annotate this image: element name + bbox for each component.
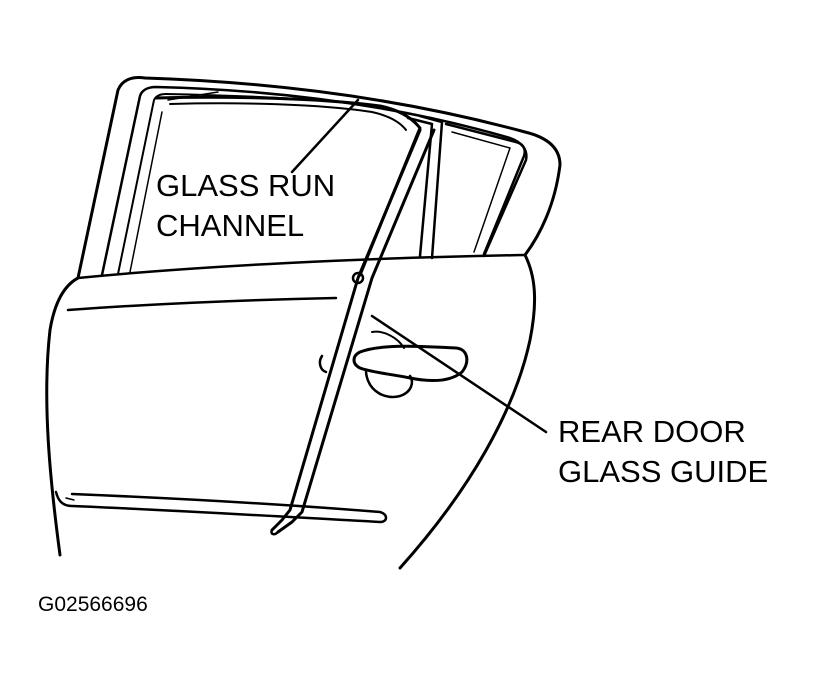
door-outline	[45, 76, 562, 570]
key-cylinder	[318, 354, 328, 374]
door-character-line	[66, 296, 338, 312]
figure-id: G02566696	[38, 593, 148, 616]
guide-mount-bolt	[351, 271, 365, 285]
glass-guide-rail-rear	[276, 128, 436, 534]
label-glass-run-channel-line1: GLASS RUN	[156, 168, 336, 203]
leader-glass-run-channel	[290, 98, 360, 174]
door-handle-escutcheon	[371, 330, 405, 349]
door-handle	[352, 344, 469, 382]
label-rear-door-glass-guide-line2: GLASS GUIDE	[558, 454, 769, 489]
door-handle-recess	[364, 370, 414, 399]
division-post-front	[406, 116, 434, 258]
label-glass-run-channel-line2: CHANNEL	[156, 208, 305, 243]
division-post-rear	[418, 114, 444, 260]
label-rear-door-glass-guide: REAR DOOR GLASS GUIDE	[558, 412, 768, 492]
glass-guide-rail-front	[270, 128, 422, 532]
glass-guide-rail-foot	[270, 528, 280, 536]
glass-run-channel-strip-inner	[169, 102, 407, 131]
label-glass-run-channel: GLASS RUN CHANNEL	[156, 166, 335, 246]
quarter-window-inner	[451, 131, 511, 253]
lower-molding	[54, 490, 388, 524]
lower-molding-inner	[65, 497, 75, 501]
quarter-window	[444, 122, 526, 256]
belt-line	[76, 253, 527, 280]
label-rear-door-glass-guide-line1: REAR DOOR	[558, 414, 746, 449]
leader-rear-door-glass-guide	[370, 314, 548, 434]
